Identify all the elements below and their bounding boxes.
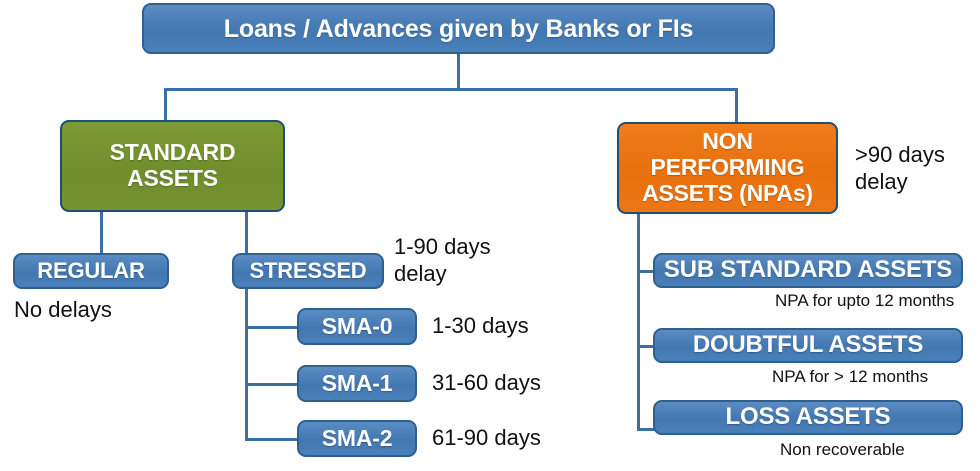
node-regular[interactable]: REGULAR [13,253,169,289]
annotation-sma-2-days: 61-90 days [432,425,541,450]
connector-root-stem [457,53,460,90]
connector-to-regular [100,210,103,254]
connector-stressed-to-sma-1 [245,383,303,386]
node-sma-1[interactable]: SMA-1 [297,365,417,402]
node-doubtful-assets[interactable]: DOUBTFUL ASSETS [653,328,963,363]
node-sma-2[interactable]: SMA-2 [297,420,417,457]
node-standard-assets[interactable]: STANDARD ASSETS [60,120,285,212]
annotation-sma-1-days: 31-60 days [432,370,541,395]
node-loans-advances[interactable]: Loans / Advances given by Banks or FIs [142,3,775,54]
connector-to-standard-assets [164,88,167,122]
connector-root-bus [164,88,738,91]
annotation-doubtful-duration: NPA for > 12 months [772,367,929,386]
connector-stressed-spine [245,288,248,439]
node-non-performing-assets[interactable]: NON PERFORMING ASSETS (NPAs) [617,122,838,214]
annotation-npa-delay: >90 days delay [855,142,945,194]
connector-stressed-to-sma-0 [245,326,303,329]
node-sma-0[interactable]: SMA-0 [297,308,417,345]
node-loss-assets[interactable]: LOSS ASSETS [653,400,963,435]
annotation-sub-standard-duration: NPA for upto 12 months [775,291,955,310]
connector-to-npa [735,88,738,124]
node-sub-standard-assets[interactable]: SUB STANDARD ASSETS [653,253,963,288]
connector-stressed-to-sma-2 [245,438,303,441]
annotation-stressed-delay: 1-90 days delay [394,234,491,286]
annotation-loss-recoverability: Non recoverable [780,440,905,459]
connector-to-stressed [245,210,248,254]
connector-npa-to-loss [637,428,655,431]
connector-npa-to-sub-standard [637,270,655,273]
connector-npa-spine [637,212,640,430]
connector-npa-to-doubtful [637,345,655,348]
node-stressed[interactable]: STRESSED [232,253,384,289]
annotation-sma-0-days: 1-30 days [432,313,529,338]
annotation-regular-no-delays: No delays [14,297,112,322]
